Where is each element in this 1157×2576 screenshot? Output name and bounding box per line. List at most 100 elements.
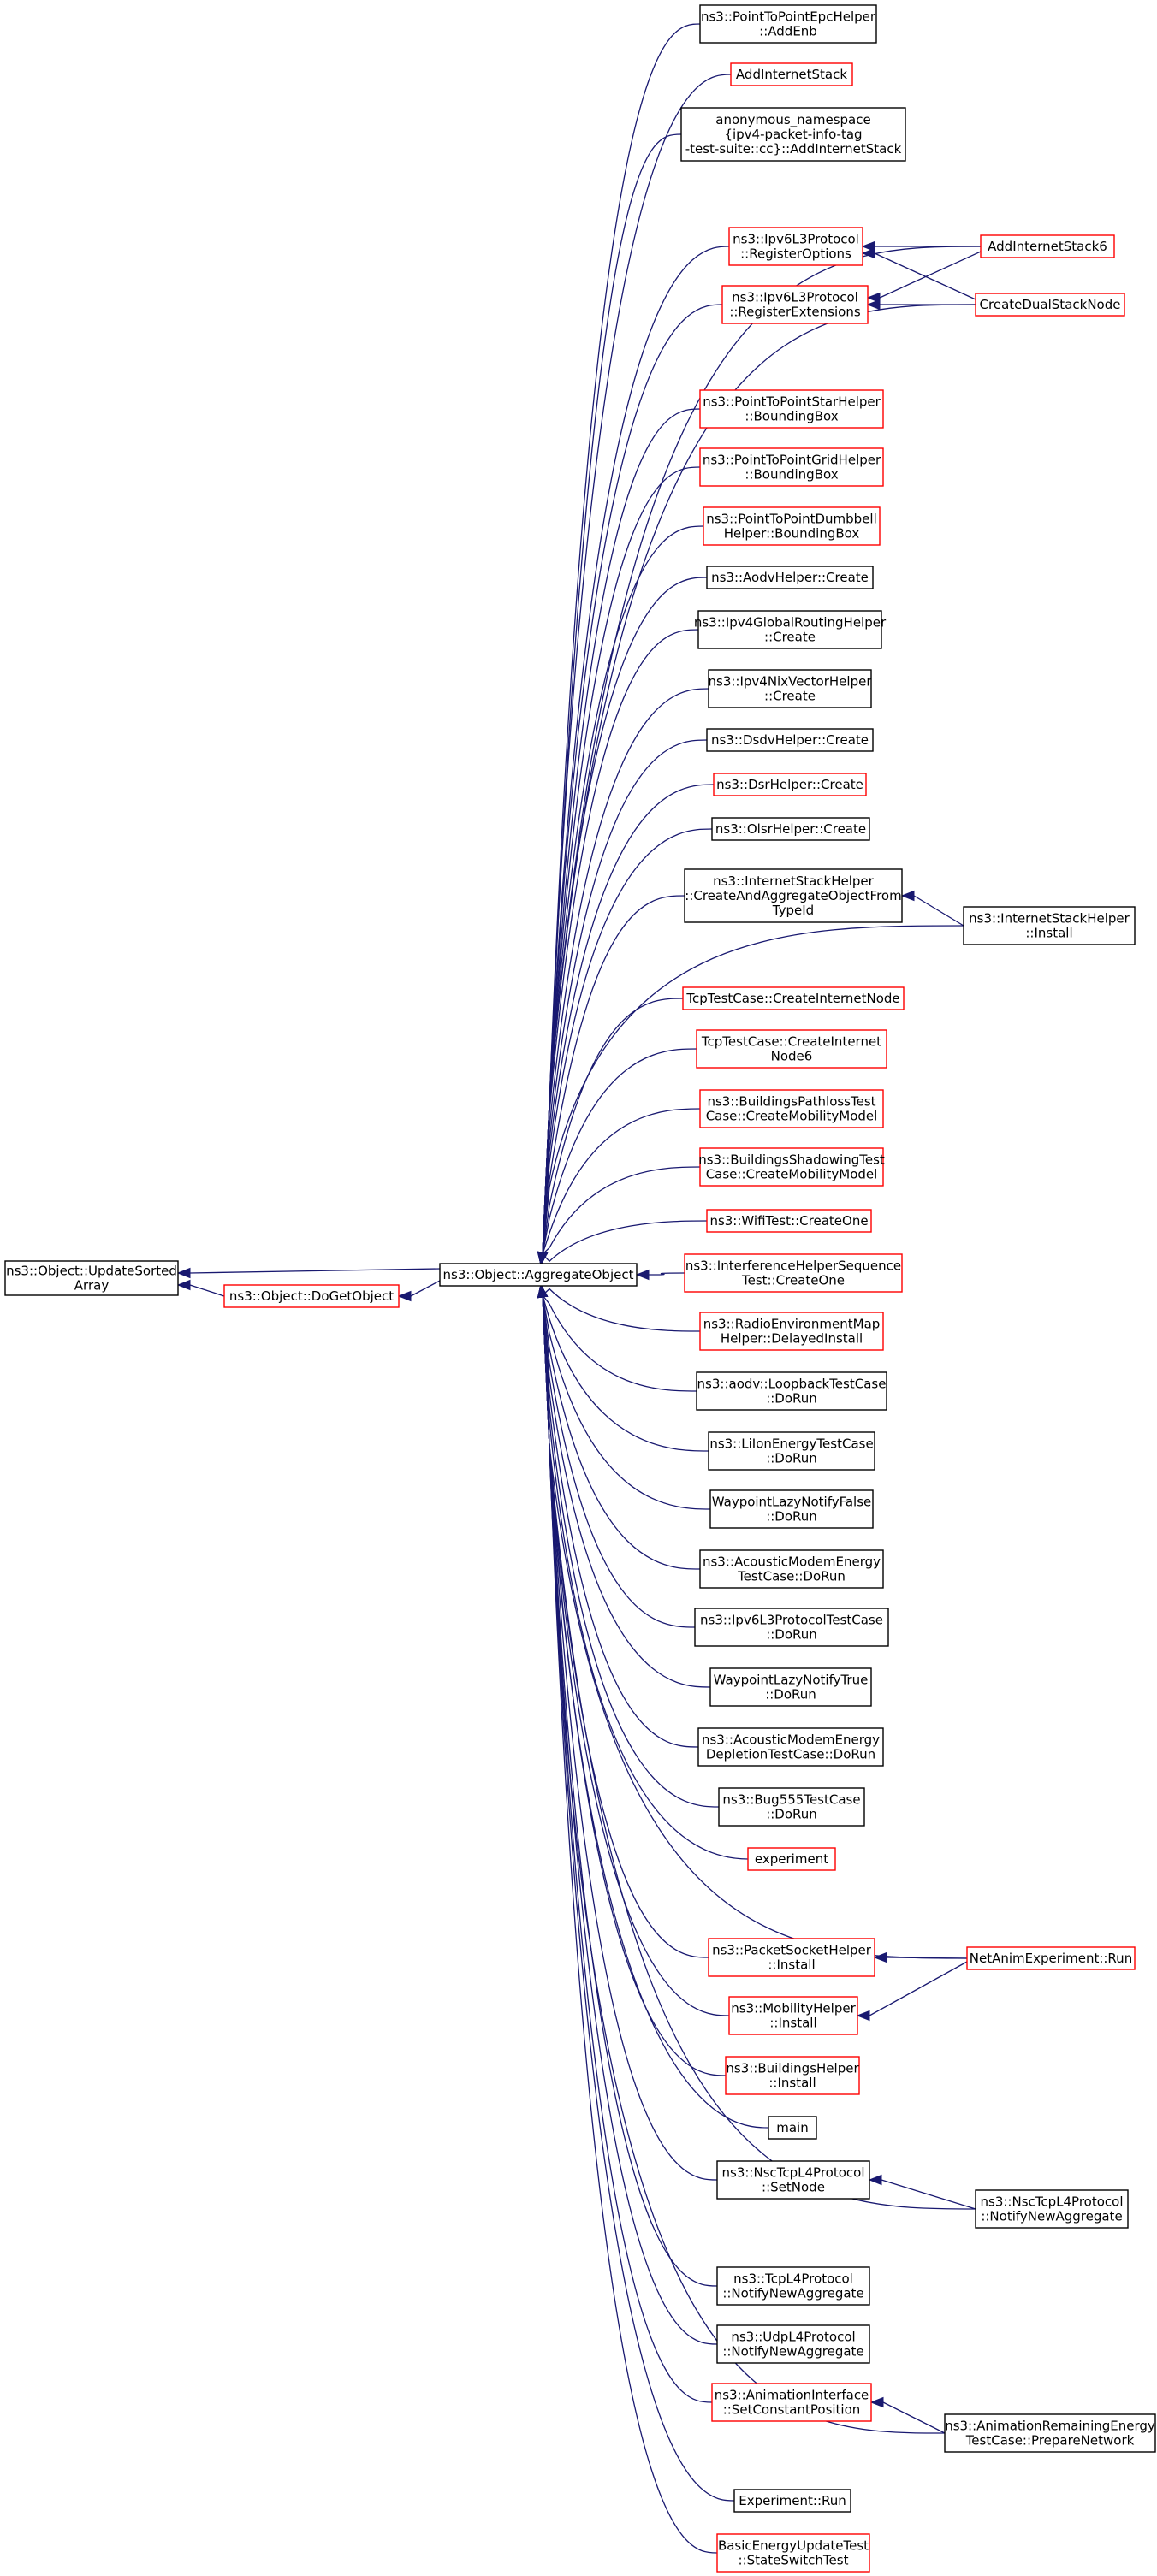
node-main[interactable]: main	[768, 2116, 817, 2140]
node-dogetobject[interactable]: ns3::Object::DoGetObject	[223, 1284, 400, 1308]
node-label-line: ::NotifyNewAggregate	[981, 2209, 1122, 2224]
node-aggregate[interactable]: ns3::Object::AggregateObject	[439, 1263, 638, 1287]
node-box	[944, 2413, 1156, 2453]
node-netanim[interactable]: NetAnimExperiment::Run	[966, 1946, 1136, 1970]
node-box	[439, 1263, 638, 1287]
node-experiment[interactable]: experiment	[747, 1847, 836, 1871]
node-aodvcreate[interactable]: ns3::AodvHelper::Create	[706, 566, 874, 589]
node-label-line: ::RegisterOptions	[740, 246, 851, 262]
node-box	[699, 1312, 884, 1351]
node-wifitest[interactable]: ns3::WifiTest::CreateOne	[706, 1209, 872, 1233]
node-bshadow[interactable]: ns3::BuildingsShadowingTestCase::CreateM…	[698, 1147, 885, 1187]
node-dsdvcreate[interactable]: ns3::DsdvHelper::Create	[706, 728, 874, 752]
node-label-line: ns3::InterferenceHelperSequence	[685, 1258, 901, 1274]
node-dumbbellbb[interactable]: ns3::PointToPointDumbbellHelper::Boundin…	[703, 506, 881, 546]
node-label-line: -test-suite::cc}::AddInternetStack	[685, 141, 902, 157]
node-box	[725, 2056, 860, 2095]
node-ipv4grcreate[interactable]: ns3::Ipv4GlobalRoutingHelper::Create	[694, 610, 887, 649]
node-label-line: ::CreateAndAggregateObjectFrom	[685, 888, 901, 903]
node-waypointfalse[interactable]: WaypointLazyNotifyFalse::DoRun	[709, 1489, 874, 1529]
node-label-line: ns3::Ipv4NixVectorHelper	[709, 674, 873, 690]
node-label-line: Helper::BoundingBox	[724, 526, 860, 542]
node-label-line: ::SetConstantPosition	[723, 2402, 861, 2418]
node-box	[711, 2383, 872, 2422]
node-label-line: ::DoRun	[766, 1391, 817, 1406]
node-regext[interactable]: ns3::Ipv6L3Protocol::RegisterExtensions	[721, 285, 869, 324]
node-dsrcreate[interactable]: ns3::DsrHelper::Create	[713, 773, 867, 796]
node-box	[680, 107, 906, 162]
edge-createdual-to-regext	[866, 299, 976, 311]
node-ishcreate[interactable]: ns3::InternetStackHelper::CreateAndAggre…	[684, 868, 903, 923]
node-animsetconst[interactable]: ns3::AnimationInterface::SetConstantPosi…	[711, 2383, 872, 2422]
node-label-line: ::SetNode	[762, 2180, 825, 2195]
node-starbb[interactable]: ns3::PointToPointStarHelper::BoundingBox	[699, 389, 884, 429]
edge-line	[542, 629, 699, 1255]
node-acousticdep[interactable]: ns3::AcousticModemEnergyDepletionTestCas…	[697, 1727, 884, 1767]
node-createdual[interactable]: CreateDualStackNode	[975, 293, 1125, 317]
node-tcpinternet[interactable]: TcpTestCase::CreateInternetNode	[682, 986, 905, 1010]
node-nscnotify[interactable]: ns3::NscTcpL4Protocol::NotifyNewAggregat…	[975, 2189, 1129, 2229]
edge-radioenv-to-aggregate	[537, 1283, 701, 1332]
node-nixcreate[interactable]: ns3::Ipv4NixVectorHelper::Create	[708, 669, 873, 708]
node-box	[684, 868, 903, 923]
node-label-line: ::DoRun	[766, 1807, 817, 1822]
edge-line	[881, 2179, 976, 2210]
node-packetsocket[interactable]: ns3::PacketSocketHelper::Install	[708, 1938, 875, 1977]
node-label-line: CreateDualStackNode	[980, 297, 1121, 312]
node-addstack6[interactable]: AddInternetStack6	[980, 234, 1115, 258]
node-label-line: Helper::DelayedInstall	[721, 1331, 863, 1347]
node-addinternetstack[interactable]: AddInternetStack	[730, 62, 853, 86]
node-olsrcreate[interactable]: ns3::OlsrHelper::Create	[711, 817, 870, 841]
edges-layer	[176, 23, 982, 2554]
node-box	[975, 2189, 1129, 2229]
node-aodvloop[interactable]: ns3::aodv::LoopbackTestCase::DoRun	[696, 1371, 887, 1411]
node-ishinstall[interactable]: ns3::InternetStackHelper::Install	[963, 906, 1136, 945]
node-waypointtrue[interactable]: WaypointLazyNotifyTrue::DoRun	[709, 1667, 872, 1707]
node-anon[interactable]: anonymous_namespace{ipv4-packet-info-tag…	[680, 107, 906, 162]
node-udpl4[interactable]: ns3::UdpL4Protocol::NotifyNewAggregate	[716, 2324, 870, 2364]
node-label-line: ns3::PointToPointDumbbell	[706, 512, 877, 527]
edge-dogetobject-to-root	[176, 1279, 225, 1297]
edge-animsetconst-to-aggregate	[537, 1283, 713, 2403]
node-regopts[interactable]: ns3::Ipv6L3Protocol::RegisterOptions	[728, 227, 863, 266]
edge-interfseq-to-aggregate	[635, 1269, 685, 1281]
node-label-line: Test::CreateOne	[741, 1273, 845, 1288]
node-box	[699, 447, 884, 487]
node-exprun[interactable]: Experiment::Run	[733, 2489, 851, 2513]
node-label-line: ns3::AnimationInterface	[715, 2388, 869, 2403]
node-label-line: Case::CreateMobilityModel	[706, 1167, 878, 1182]
node-box	[711, 817, 870, 841]
node-gridbb[interactable]: ns3::PointToPointGridHelper::BoundingBox	[699, 447, 884, 487]
edge-line	[542, 466, 701, 1255]
node-label-line: ns3::NscTcpL4Protocol	[981, 2194, 1124, 2210]
node-liion[interactable]: ns3::LiIonEnergyTestCase::DoRun	[708, 1431, 875, 1471]
node-nsctcpsetnode[interactable]: ns3::NscTcpL4Protocol::SetNode	[716, 2160, 870, 2200]
node-label-line: ns3::Ipv4GlobalRoutingHelper	[694, 615, 887, 631]
edge-line	[542, 1294, 720, 1808]
node-bug555[interactable]: ns3::Bug555TestCase::DoRun	[718, 1787, 865, 1827]
node-addenb[interactable]: ns3::PointToPointEpcHelper::AddEnb	[699, 4, 877, 44]
node-tcpl4[interactable]: ns3::TcpL4Protocol::NotifyNewAggregate	[716, 2266, 870, 2306]
node-interfseq[interactable]: ns3::InterferenceHelperSequenceTest::Cre…	[684, 1253, 903, 1293]
node-buildings[interactable]: ns3::BuildingsHelper::Install	[725, 2056, 860, 2095]
node-ipv6l3test[interactable]: ns3::Ipv6L3ProtocolTestCase::DoRun	[694, 1608, 889, 1647]
edge-addstack6-to-regopts	[861, 240, 981, 252]
node-box	[975, 293, 1125, 317]
node-mobility[interactable]: ns3::MobilityHelper::Install	[728, 1996, 858, 2035]
node-radioenv[interactable]: ns3::RadioEnvironmentMapHelper::DelayedI…	[699, 1312, 884, 1351]
edge-line	[542, 1108, 701, 1255]
node-label-line: ::Install	[768, 2076, 816, 2091]
edge-line	[913, 895, 964, 927]
edge-basicenergy-to-aggregate	[537, 1283, 718, 2554]
node-animremaining[interactable]: ns3::AnimationRemainingEnergyTestCase::P…	[944, 2413, 1156, 2453]
node-basicenergy[interactable]: BasicEnergyUpdateTest::StateSwitchTest	[716, 2533, 870, 2573]
node-bpathloss[interactable]: ns3::BuildingsPathlossTestCase::CreateMo…	[699, 1089, 884, 1128]
edge-line	[189, 1268, 441, 1274]
node-label-line: TcpTestCase::CreateInternetNode	[685, 991, 899, 1006]
node-label-line: ns3::AodvHelper::Create	[711, 570, 869, 585]
node-label-line: TcpTestCase::CreateInternet	[701, 1034, 881, 1050]
edge-arrowhead	[537, 1283, 549, 1299]
